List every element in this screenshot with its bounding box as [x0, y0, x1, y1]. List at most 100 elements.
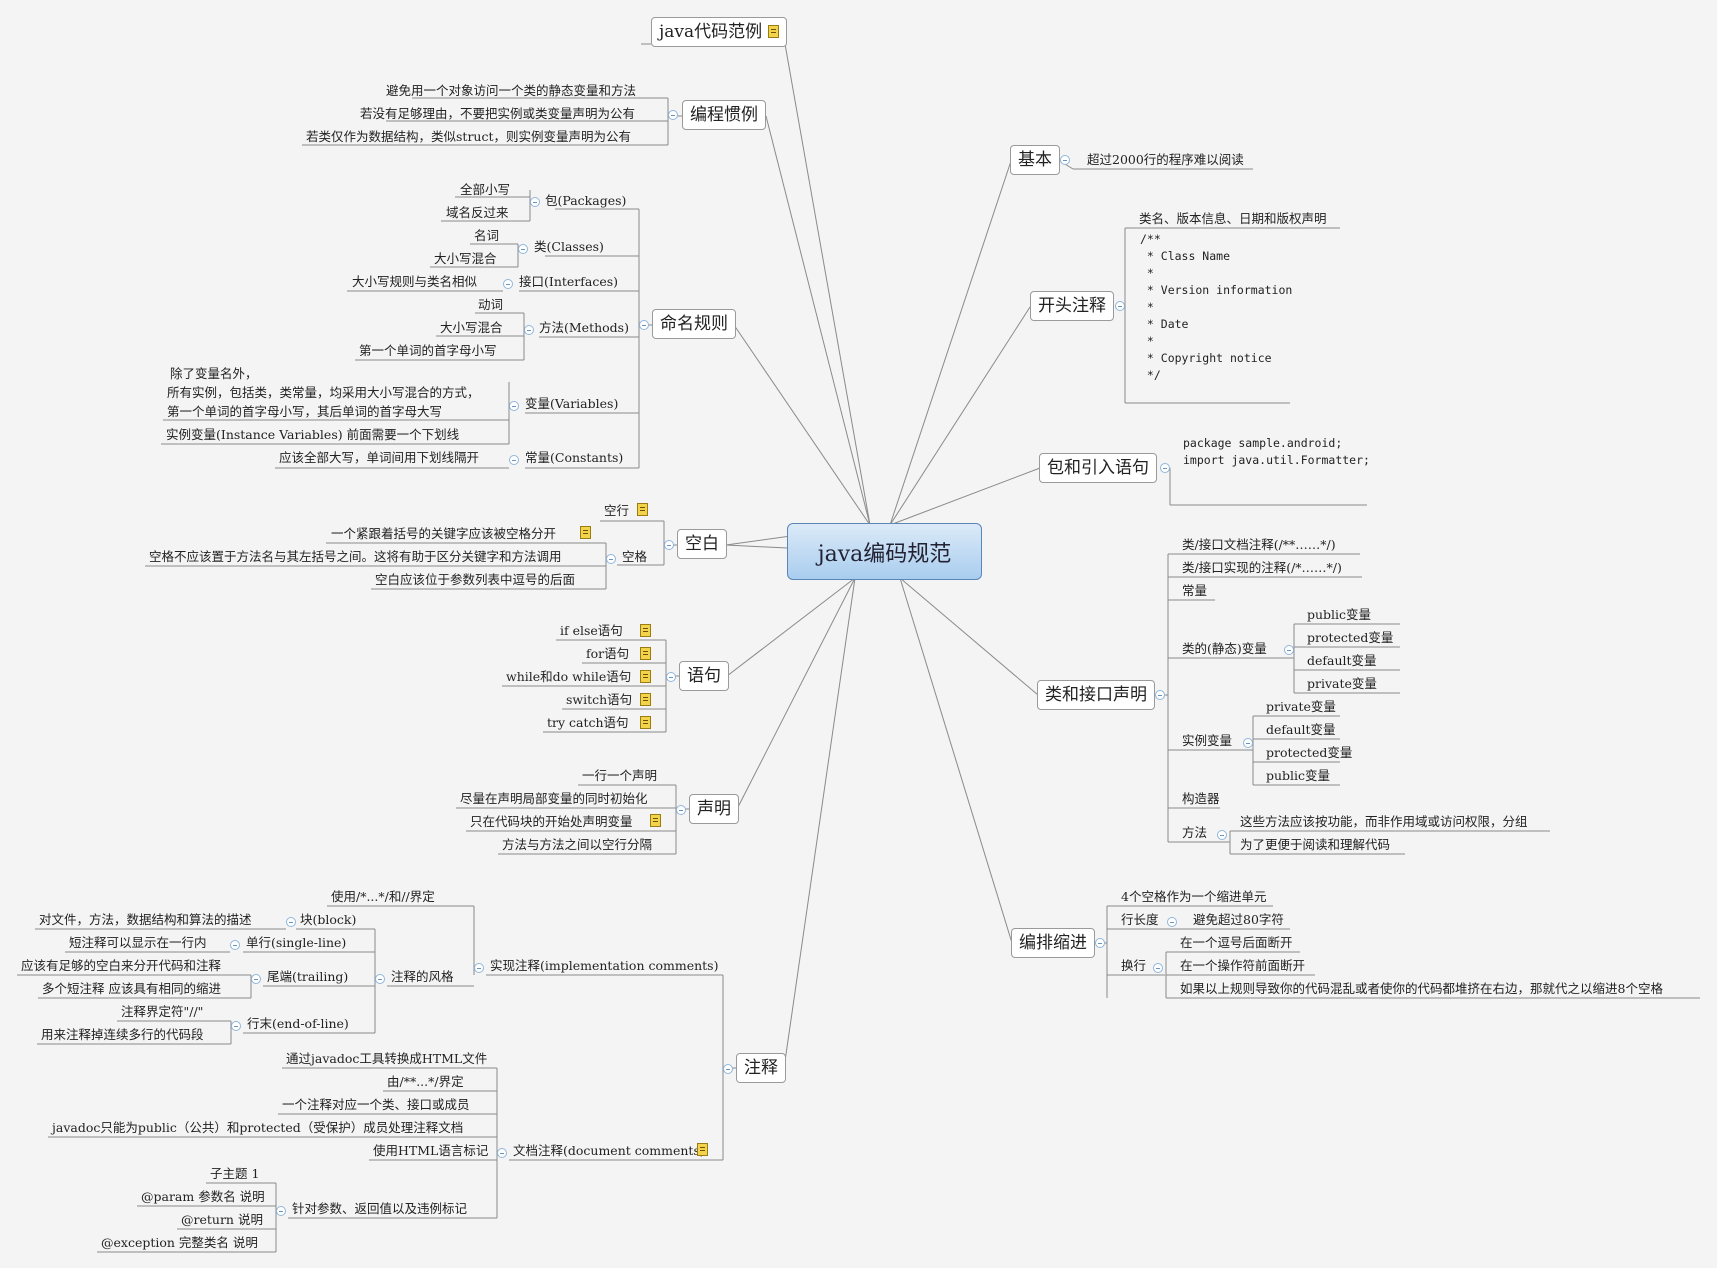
collapse-button[interactable]: [509, 401, 519, 411]
note-icon[interactable]: [640, 716, 651, 729]
central-topic[interactable]: java编码规范: [787, 523, 982, 580]
collapse-button[interactable]: [639, 320, 649, 330]
class-methods[interactable]: 方法: [1182, 825, 1208, 840]
leaf-text: 大小写混合: [434, 251, 497, 266]
leaf-text: while和do while语句: [506, 669, 632, 684]
leaf-text: @exception 完整类名 说明: [101, 1235, 258, 1250]
whitespace-space[interactable]: 空格: [622, 549, 648, 564]
class-static-vars[interactable]: 类的(静态)变量: [1182, 641, 1267, 656]
comment-trailing[interactable]: 尾端(trailing): [267, 969, 349, 984]
topic-statements[interactable]: 语句: [679, 661, 729, 691]
collapse-button[interactable]: [375, 974, 385, 984]
collapse-button[interactable]: [524, 325, 534, 335]
leaf-text: 尽量在声明局部变量的同时初始化: [460, 791, 648, 806]
comment-block[interactable]: 块(block): [300, 912, 357, 927]
collapse-button[interactable]: [530, 197, 540, 207]
topic-connector: [899, 577, 1039, 696]
collapse-button[interactable]: [1243, 738, 1253, 748]
collapse-button[interactable]: [1155, 690, 1165, 700]
topic-whitespace[interactable]: 空白: [677, 529, 727, 559]
collapse-button[interactable]: [286, 917, 296, 927]
leaf-text: 使用/*...*/和//界定: [331, 889, 435, 904]
collapse-button[interactable]: [668, 110, 678, 120]
leaf-text: javadoc只能为public（公共）和protected（受保护）成员处理注…: [52, 1120, 464, 1135]
note-icon[interactable]: [640, 647, 651, 660]
comment-end-of-line[interactable]: 行末(end-of-line): [247, 1016, 349, 1031]
leaf-text: 大小写规则与类名相似: [352, 274, 478, 289]
comment-tags[interactable]: 针对参数、返回值以及违例标记: [292, 1201, 468, 1216]
topic-layout-indent[interactable]: 编排缩进: [1011, 928, 1095, 958]
note-icon[interactable]: [640, 624, 651, 637]
topic-basic[interactable]: 基本: [1010, 145, 1060, 175]
naming-methods[interactable]: 方法(Methods): [539, 320, 629, 335]
comment-implementation[interactable]: 实现注释(implementation comments): [490, 958, 719, 973]
collapse-button[interactable]: [1095, 938, 1105, 948]
collapse-button[interactable]: [1217, 830, 1227, 840]
comment-style[interactable]: 注释的风格: [391, 969, 454, 984]
collapse-button[interactable]: [474, 963, 484, 973]
collapse-button[interactable]: [664, 540, 674, 550]
topic-comments[interactable]: 注释: [736, 1053, 786, 1083]
collapse-button[interactable]: [676, 805, 686, 815]
code-line: *: [1140, 300, 1154, 314]
collapse-button[interactable]: [518, 244, 528, 254]
collapse-button[interactable]: [1115, 301, 1125, 311]
leaf-text: 多个短注释 应该具有相同的缩进: [42, 981, 221, 996]
naming-constants[interactable]: 常量(Constants): [525, 450, 624, 465]
leaf-text: private变量: [1266, 699, 1336, 714]
leaf-text: 域名反过来: [446, 205, 509, 220]
collapse-button[interactable]: [497, 1148, 507, 1158]
leaf-text: public变量: [1266, 768, 1331, 783]
note-icon[interactable]: [637, 503, 648, 516]
note-icon[interactable]: [767, 25, 779, 38]
collapse-button[interactable]: [1284, 645, 1294, 655]
collapse-button[interactable]: [231, 1021, 241, 1031]
class-instance-vars[interactable]: 实例变量: [1182, 733, 1233, 748]
topic-declarations[interactable]: 声明: [689, 794, 739, 824]
leaf-text: protected变量: [1266, 745, 1353, 760]
note-icon[interactable]: [650, 814, 661, 827]
collapse-button[interactable]: [509, 455, 519, 465]
note-icon[interactable]: [640, 670, 651, 683]
collapse-button[interactable]: [251, 974, 261, 984]
collapse-button[interactable]: [666, 672, 676, 682]
collapse-button[interactable]: [1060, 155, 1070, 165]
note-icon[interactable]: [697, 1143, 708, 1156]
code-line: /**: [1140, 232, 1161, 246]
topic-code-example[interactable]: java代码范例: [651, 17, 787, 47]
layout-line-length[interactable]: 行长度: [1121, 912, 1159, 927]
layout-wrap[interactable]: 换行: [1121, 958, 1147, 973]
collapse-button[interactable]: [276, 1206, 286, 1216]
topic-header-comment[interactable]: 开头注释: [1030, 291, 1114, 321]
comment-single-line[interactable]: 单行(single-line): [246, 935, 347, 950]
note-icon[interactable]: [580, 526, 591, 539]
leaf-text: 实例变量(Instance Variables) 前面需要一个下划线: [166, 427, 460, 442]
code-line: */: [1140, 368, 1161, 382]
leaf-text: default变量: [1307, 653, 1377, 668]
collapse-button[interactable]: [230, 940, 240, 950]
naming-packages[interactable]: 包(Packages): [545, 193, 627, 208]
topic-connector: [889, 306, 1031, 526]
topic-connector: [783, 577, 856, 1069]
topic-naming[interactable]: 命名规则: [652, 309, 736, 339]
topic-package-import[interactable]: 包和引入语句: [1039, 453, 1157, 483]
topic-class-declaration[interactable]: 类和接口声明: [1037, 680, 1155, 710]
leaf-text: 由/**...*/界定: [387, 1074, 464, 1089]
collapse-button[interactable]: [1153, 963, 1163, 973]
collapse-button[interactable]: [503, 279, 513, 289]
collapse-button[interactable]: [606, 554, 616, 564]
topic-label: java代码范例: [659, 22, 763, 42]
naming-classes[interactable]: 类(Classes): [534, 239, 604, 254]
collapse-button[interactable]: [723, 1064, 733, 1074]
naming-variables[interactable]: 变量(Variables): [525, 396, 619, 411]
leaf-text: 全部小写: [460, 182, 511, 197]
topic-connector: [889, 160, 1012, 526]
comment-document[interactable]: 文档注释(document comments): [513, 1143, 705, 1158]
naming-interfaces[interactable]: 接口(Interfaces): [519, 274, 619, 289]
collapse-button[interactable]: [1160, 463, 1170, 473]
note-icon[interactable]: [640, 693, 651, 706]
topic-habits[interactable]: 编程惯例: [682, 100, 766, 130]
collapse-button[interactable]: [1167, 917, 1177, 927]
leaf-text: 第一个单词的首字母小写: [359, 343, 497, 358]
leaf-text: 一行一个声明: [582, 768, 658, 783]
